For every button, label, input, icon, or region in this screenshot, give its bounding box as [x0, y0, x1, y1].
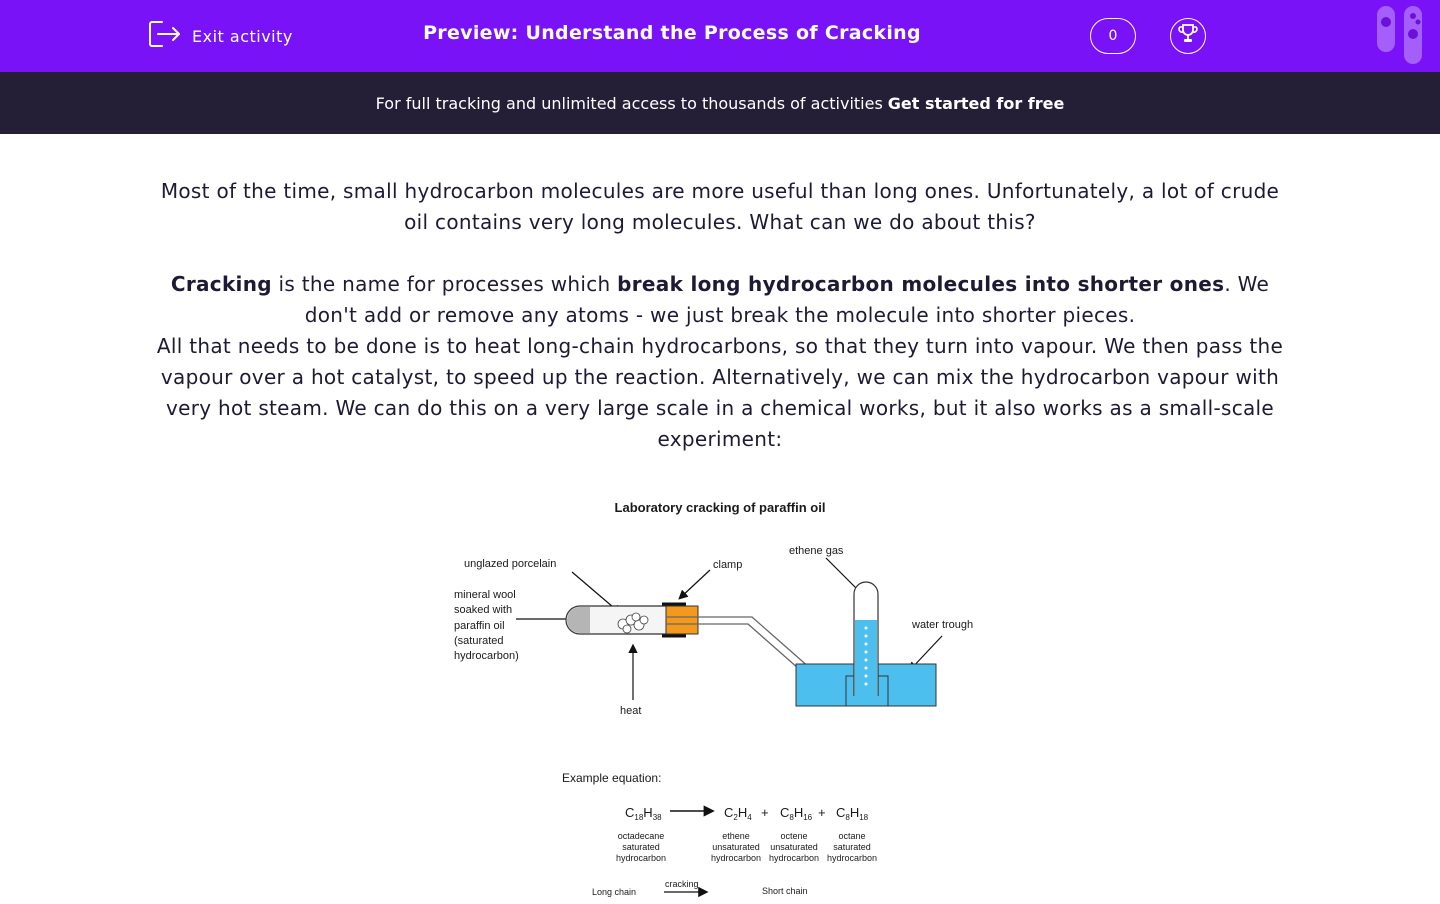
cracking-arrow-label: cracking [665, 879, 699, 889]
svg-text:C2H4: C2H4 [724, 805, 752, 822]
signup-banner: For full tracking and unlimited access t… [0, 72, 1440, 134]
mineral-wool [567, 607, 590, 633]
definition-highlight: break long hydrocarbon molecules into sh… [617, 272, 1225, 296]
svg-text:unsaturated: unsaturated [770, 842, 818, 852]
label-mineral-wool-3: paraffin oil [454, 620, 505, 632]
label-mineral-wool-1: mineral wool [454, 589, 516, 601]
banner-text: For full tracking and unlimited access t… [375, 93, 883, 113]
label-ethene-gas: ethene gas [789, 545, 844, 557]
exit-activity-button[interactable]: Exit activity [148, 20, 293, 52]
svg-text:hydrocarbon: hydrocarbon [827, 853, 877, 863]
score-badge: 0 [1090, 18, 1136, 54]
lesson-content: Most of the time, small hydrocarbon mole… [150, 176, 1290, 455]
svg-text:octene: octene [780, 831, 807, 841]
exit-icon [148, 19, 182, 53]
trophy-icon [1176, 22, 1200, 50]
svg-text:unsaturated: unsaturated [712, 842, 760, 852]
long-chain-label: Long chain [592, 887, 636, 897]
label-mineral-wool-2: soaked with [454, 604, 512, 616]
svg-text:hydrocarbon: hydrocarbon [711, 853, 761, 863]
method-paragraph: All that needs to be done is to heat lon… [156, 334, 1284, 451]
svg-text:C18H38: C18H38 [625, 805, 662, 822]
svg-text:octane: octane [838, 831, 865, 841]
label-water-trough: water trough [911, 619, 973, 631]
compound-octene: C8H16 octene unsaturated hydrocarbon [769, 805, 819, 863]
svg-text:C8H16: C8H16 [780, 805, 813, 822]
compound-ethene: C2H4 ethene unsaturated hydrocarbon [711, 805, 761, 863]
svg-text:saturated: saturated [833, 842, 871, 852]
equation-heading: Example equation: [562, 771, 661, 785]
svg-text:saturated: saturated [622, 842, 660, 852]
get-started-link[interactable]: Get started for free [887, 93, 1065, 113]
label-mineral-wool-4: (saturated [454, 635, 504, 647]
intro-paragraph: Most of the time, small hydrocarbon mole… [160, 179, 1280, 234]
label-mineral-wool-5: hydrocarbon) [454, 650, 519, 662]
svg-text:C8H18: C8H18 [836, 805, 869, 822]
compound-octane: C8H18 octane saturated hydrocarbon [827, 805, 877, 863]
svg-text:hydrocarbon: hydrocarbon [616, 853, 666, 863]
gas-bubbles [864, 626, 868, 686]
svg-text:octadecane: octadecane [618, 831, 665, 841]
trophy-button[interactable] [1170, 18, 1206, 54]
cracking-diagram: Laboratory cracking of paraffin oil ungl… [430, 486, 1010, 900]
arrow-clamp [678, 569, 711, 600]
short-chain-label: Short chain [762, 886, 808, 896]
label-unglazed-porcelain: unglazed porcelain [464, 558, 556, 570]
page-title: Preview: Understand the Process of Crack… [423, 22, 921, 44]
label-clamp: clamp [713, 559, 742, 571]
svg-text:hydrocarbon: hydrocarbon [769, 853, 819, 863]
brand-logo [1372, 4, 1428, 66]
plus-sign-2: + [818, 805, 826, 820]
porcelain-pieces [617, 612, 649, 634]
definition-paragraph: Cracking is the name for processes which… [150, 269, 1290, 331]
top-bar: Exit activity Preview: Understand the Pr… [0, 0, 1440, 72]
diagram-title: Laboratory cracking of paraffin oil [615, 500, 826, 515]
definition-end-text: . We don't add or remove any atoms - we … [304, 272, 1270, 327]
definition-text: is the name for processes which [271, 272, 618, 296]
clamp [665, 605, 699, 635]
compound-octadecane: C18H38 octadecane saturated hydrocarbon [616, 805, 666, 863]
exit-activity-label: Exit activity [192, 26, 293, 46]
svg-text:ethene: ethene [722, 831, 750, 841]
label-heat: heat [620, 705, 641, 717]
plus-sign-1: + [761, 805, 769, 820]
cracking-term: Cracking [170, 272, 272, 296]
